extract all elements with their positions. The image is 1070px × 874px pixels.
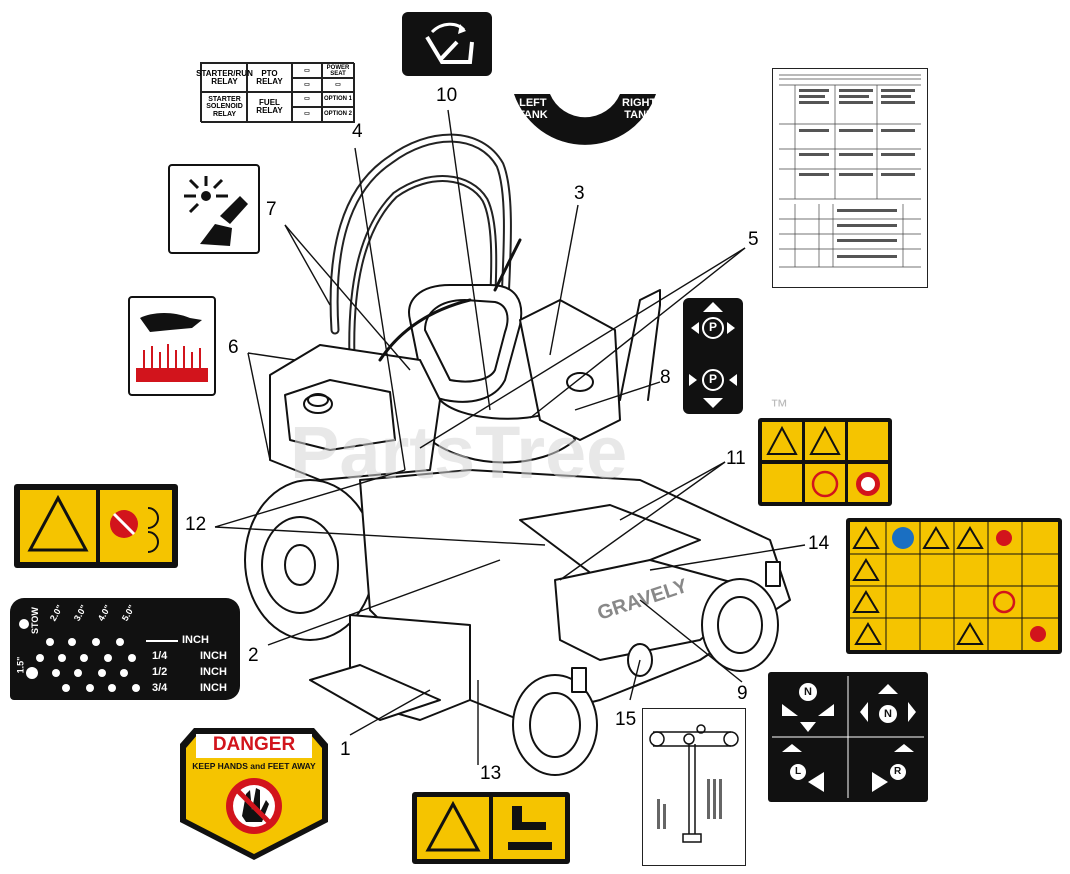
height-holes-icon [19,619,178,692]
callout-15: 15 [615,709,637,730]
brake-p-label-top: P [709,320,718,334]
starter-run-relay-label: STARTER/RUN RELAY [196,63,253,93]
warning-cell [762,464,802,502]
relay-label-decal: STARTER/RUN RELAY PTO RELAY STARTER SOLE… [196,62,355,123]
blade-hazard-icon [27,494,159,553]
right-tank-label: RIGHT TANK [622,97,657,121]
seat-tilt-decal [402,12,492,76]
callout-5: 5 [748,229,759,250]
hot-surface-icon [136,313,208,382]
fuel-relay-label: FUEL RELAY [246,91,293,123]
callout-11: 11 [726,448,746,469]
fuse-cell-1: ▭ [291,63,323,79]
hot-surface-warning-decal [128,296,216,396]
callout-4: 4 [352,121,363,142]
thrown-objects-warning-decal [168,164,260,254]
callout-1: 1 [340,739,351,760]
half-inch-label: INCH [200,666,227,678]
callout-14: 14 [808,533,830,554]
right-turn-label: R [894,766,902,777]
left-turn-label: L [795,766,802,777]
safety-warning-grid-decal-11 [758,418,892,506]
option1-label: OPTION 1 [321,91,355,108]
callout-13: 13 [480,763,502,784]
danger-title: DANGER [212,734,296,755]
parking-brake-icon [689,302,737,408]
callout-7: 7 [266,199,277,220]
danger-shield-icon [180,728,328,860]
danger-subtitle: KEEP HANDS and FEET AWAY [192,761,316,771]
foot-hazard-icon [425,800,552,852]
foot-hazard-decal-13 [412,792,570,864]
belt-routing-decal [642,708,746,866]
inch-label: INCH [182,634,209,646]
blade-warning-decal-12 [14,484,178,568]
pto-relay-label: PTO RELAY [246,63,293,93]
callout-3: 3 [574,183,585,204]
fuse-cell-3: ▭ [321,77,355,93]
seat-tilt-icon [425,22,474,64]
height-of-cut-decal: STOW 2.0" 3.0" 4.0" 5.0" 1.5" INCH 1/4 I… [10,598,240,700]
option2-label: OPTION 2 [321,106,355,123]
quarter-label: 1/4 [152,650,168,662]
brake-p-label-bottom: P [709,372,718,386]
off-label: OFF [574,150,594,161]
direction-arrows-icon [772,676,924,798]
fuse-cell-2: ▭ [291,77,323,93]
three-quarter-label: 3/4 [152,682,168,694]
callout-10: 10 [436,85,458,106]
fuse-cell-5: ▭ [291,106,323,123]
callout-9: 9 [737,683,748,704]
danger-keep-hands-away-decal: DANGER KEEP HANDS and FEET AWAY [176,724,332,864]
quarter-inch-label: INCH [200,650,227,662]
callout-12: 12 [185,514,207,535]
three-quarter-inch-label: INCH [200,682,227,694]
left-tank-label: LEFT TANK [518,97,548,121]
fuel-tank-arc-icon [514,94,656,145]
direction-control-decal: N N L R [768,672,928,802]
fuse-cell-4: ▭ [291,91,323,108]
height-mark-low: 1.5" [15,656,26,674]
operating-instructions-decal [772,68,928,288]
warning-pictograms-icon [850,522,1058,650]
starter-solenoid-relay-label: STARTER SOLENOID RELAY [201,91,248,123]
belt-routing-icon [649,724,739,843]
stow-label: STOW [30,607,40,634]
instruction-table-graphic [779,74,921,268]
neutral-label-2: N [884,708,892,720]
power-seat-label: POWER SEAT [321,63,355,79]
trademark-symbol: ™ [770,396,788,416]
parking-brake-decal: P P [683,298,743,414]
neutral-label-1: N [804,686,812,698]
callout-8: 8 [660,367,671,388]
thrown-objects-icon [184,176,248,246]
callout-2: 2 [248,645,259,666]
warning-triangles-icon [766,425,880,498]
half-label: 1/2 [152,666,168,678]
fuel-tank-selector-decal: LEFT TANK RIGHT TANK OFF [510,90,660,180]
safety-warning-grid-decal-14 [846,518,1062,654]
callout-6: 6 [228,337,239,358]
warning-cell [848,422,888,460]
